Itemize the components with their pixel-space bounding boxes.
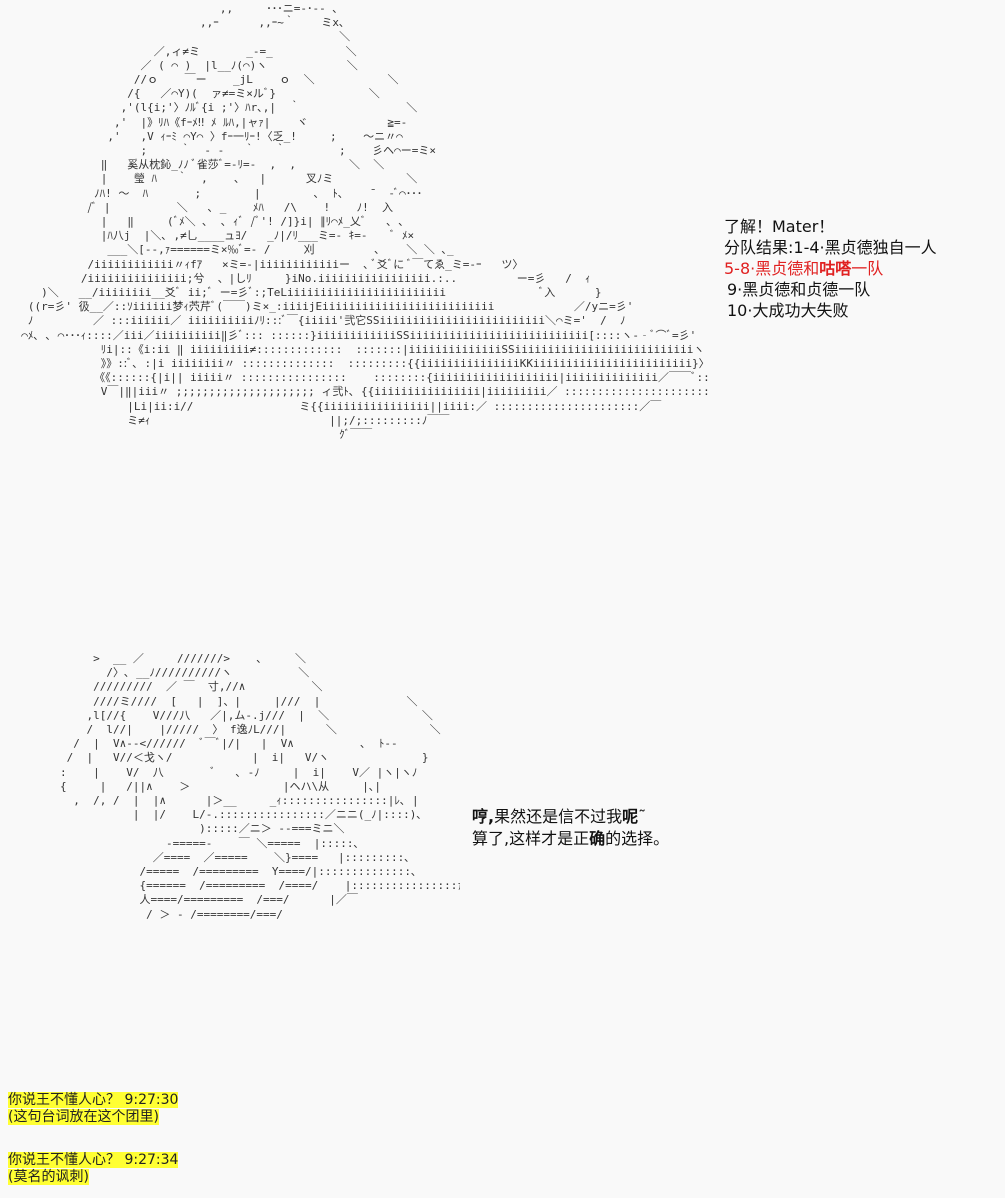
dialogue-fragment: 一队 [851, 259, 884, 278]
comment-item: 你说王不懂人心？ 9:27:34 (莫名的讽刺) [8, 1152, 179, 1186]
dialogue-fragment-bold: 呢 [622, 807, 639, 826]
dialogue-fragment: 的选择。 [605, 829, 670, 848]
dialogue-line-highlight: 5-8·黑贞德和咕嗒一队 [724, 258, 1004, 279]
dialogue-fragment: ˜ [638, 807, 647, 826]
dialogue-line: 9·黑贞德和贞德一队 [727, 280, 871, 299]
dialogue-fragment: 5-8·黑贞德和 [724, 259, 820, 278]
dialogue-fragment-bold: 咕嗒 [819, 259, 852, 278]
dialogue-line: 分队结果:1-4·黑贞德独自一人 [724, 238, 937, 257]
dialogue-line: 哼,果然还是信不过我呢˜ [472, 806, 669, 828]
comment-text: (莫名的讽刺) [8, 1169, 89, 1185]
dialogue-remark: 哼,果然还是信不过我呢˜ 算了,这样才是正确的选择。 [472, 806, 669, 850]
dialogue-results: 了解！Mater！ 分队结果:1-4·黑贞德独自一人 5-8·黑贞德和咕嗒一队 … [724, 216, 1004, 321]
dialogue-fragment: 果然还是信不过我 [494, 807, 623, 826]
comment-item: 你说王不懂人心？ 9:27:30 (这句台词放在这个团里) [8, 1092, 179, 1126]
dialogue-line: 了解！Mater！ [724, 217, 835, 236]
comment-header: 你说王不懂人心？ 9:27:34 [8, 1152, 179, 1168]
dialogue-fragment-bold: 哼, [472, 807, 495, 826]
dialogue-line: 10·大成功大失败 [727, 301, 849, 320]
dialogue-fragment: 算了,这样才是正 [472, 829, 590, 848]
dialogue-fragment-bold: 确 [589, 829, 606, 848]
comment-header: 你说王不懂人心？ 9:27:30 [8, 1092, 179, 1108]
dialogue-line: 算了,这样才是正确的选择。 [472, 828, 669, 850]
ascii-art-armored-figure: ,, ･･･ニ=-･-- ､ ,,ｰ ,,ｰ~｀ ミx､ ＼ ／,ィ≠ミ _-=… [21, 2, 708, 442]
ascii-art-caped-figure: > __ ／ ///////> ､ ＼ /〉､ __ﾉ//////////ヽ ＼… [60, 652, 460, 921]
comment-text: (这句台词放在这个团里) [8, 1109, 159, 1125]
